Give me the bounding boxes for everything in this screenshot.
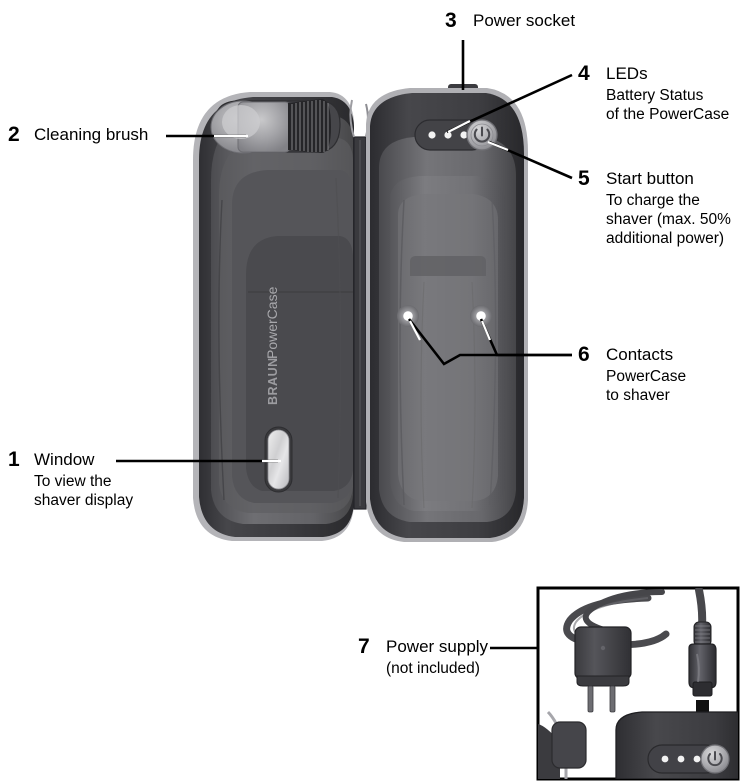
power-supply-inset xyxy=(536,586,740,781)
callout-number-1: 1 xyxy=(8,448,20,471)
callout-subline-power-supply-1: (not included) xyxy=(386,660,480,677)
callout-number-5: 5 xyxy=(578,167,590,190)
case-hinge xyxy=(349,99,369,510)
led-indicator-3 xyxy=(460,131,468,139)
led-indicator-2 xyxy=(444,131,452,139)
callout-label-leds: LEDs xyxy=(606,64,648,83)
inset-led-panel xyxy=(647,744,730,774)
callout-number-4: 4 xyxy=(578,62,590,85)
callout-label-contacts: Contacts xyxy=(606,345,674,364)
callout-subline-leds-2: of the PowerCase xyxy=(606,106,730,123)
brand-label: BRAUN PowerCase xyxy=(264,286,280,405)
led-indicator-1 xyxy=(428,131,436,139)
callout-subline-leds-1: Battery Status xyxy=(606,87,704,104)
callout-label-start-button: Start button xyxy=(606,169,694,188)
callout-subline-contacts-1: PowerCase xyxy=(606,368,687,385)
callout-subline-window-1: To view the xyxy=(34,473,112,490)
callout-label-cleaning-brush: Cleaning brush xyxy=(34,125,149,144)
psu-brick xyxy=(574,626,632,713)
callout-subline-start-3: additional power) xyxy=(606,230,725,247)
brush-bristles xyxy=(288,99,331,153)
svg-text:BRAUN: BRAUN xyxy=(266,357,280,405)
case-base-right xyxy=(366,84,528,542)
case-lid-left: BRAUN PowerCase xyxy=(193,92,354,541)
callout-number-6: 6 xyxy=(578,343,590,366)
psu-prong-left xyxy=(587,685,594,713)
callout-subline-start-2: shaver (max. 50% xyxy=(606,211,731,228)
psu-connector xyxy=(688,621,717,697)
led-button-panel xyxy=(414,119,498,151)
callout-label-power-supply: Power supply xyxy=(386,637,489,656)
callout-label-power-socket: Power socket xyxy=(473,11,576,30)
callout-subline-window-2: shaver display xyxy=(34,492,134,509)
callout-label-window: Window xyxy=(34,450,95,469)
start-button xyxy=(466,119,498,151)
callout-subline-contacts-2: to shaver xyxy=(606,387,670,404)
svg-text:PowerCase: PowerCase xyxy=(264,286,280,359)
charging-contacts xyxy=(397,305,492,327)
psu-prong-right xyxy=(609,685,616,713)
callout-number-7: 7 xyxy=(358,635,370,658)
callout-number-3: 3 xyxy=(445,9,457,32)
viewing-window xyxy=(264,426,293,493)
callout-number-2: 2 xyxy=(8,123,20,146)
callout-subline-start-1: To charge the xyxy=(606,192,700,209)
